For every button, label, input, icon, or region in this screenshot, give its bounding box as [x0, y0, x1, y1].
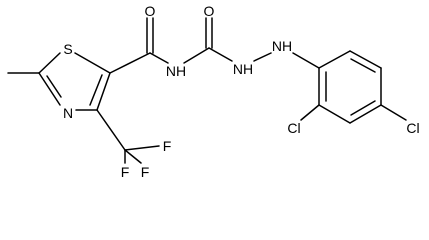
bond-c-f1	[124, 145, 160, 151]
bond-nh-aryl	[292, 52, 320, 69]
atom-fluorine-1: F	[163, 138, 172, 154]
trifluoromethyl-group	[96, 109, 160, 164]
bond-nh-nh	[253, 52, 272, 62]
bond-c2-n-inner	[46, 75, 62, 98]
bond-ar-4-5	[349, 104, 382, 124]
bond-c5-carbonyl	[109, 52, 151, 74]
atom-carbonyl-oxygen-2: O	[204, 3, 215, 19]
bond-c2-n	[38, 72, 61, 106]
atom-hydrazine-nitrogen-1: NH	[233, 61, 253, 77]
atom-chlorine-para: Cl	[406, 120, 419, 136]
atom-fluorine-2: F	[121, 164, 130, 180]
bond-ar-5-6	[318, 104, 351, 124]
carbonyl-1	[109, 17, 169, 74]
bond-c-f3	[124, 149, 142, 164]
atom-fluorine-3: F	[141, 164, 150, 180]
atom-chlorine-ortho: Cl	[287, 120, 300, 136]
hydrazine-link	[253, 52, 320, 69]
bond-ar-cl-ortho	[300, 104, 320, 121]
thiazole-ring	[7, 52, 111, 111]
bond-c4-cf3	[96, 109, 126, 151]
bond-c4-c5-inner	[89, 74, 103, 106]
bond-ar-4-5-inner	[350, 100, 376, 116]
bond-ar-cl-para	[380, 104, 407, 121]
bond-ar-2-3-inner	[350, 58, 376, 73]
bond-nh-carbonyl2	[183, 47, 210, 64]
atom-carbonyl-oxygen-1: O	[145, 3, 156, 19]
chemical-structure: O O S N NH NH NH F F F Cl Cl	[7, 3, 420, 180]
bond-ar-1-2	[318, 50, 351, 69]
dichlorophenyl-ring	[300, 50, 407, 124]
atom-hydrazine-nitrogen-2: NH	[272, 38, 292, 54]
bond-c4-c5	[96, 72, 111, 111]
atom-thiazole-sulfur: S	[63, 41, 72, 57]
bond-c5-s	[74, 52, 111, 74]
carbonyl-2	[183, 17, 233, 64]
bond-s-c2	[38, 52, 61, 74]
atom-amide-nitrogen: NH	[166, 63, 186, 79]
atom-thiazole-nitrogen: N	[63, 105, 73, 121]
bond-carbonyl-nh	[149, 52, 169, 64]
bond-carbonyl2-nh	[208, 47, 233, 62]
bond-ar-2-3	[349, 50, 382, 69]
